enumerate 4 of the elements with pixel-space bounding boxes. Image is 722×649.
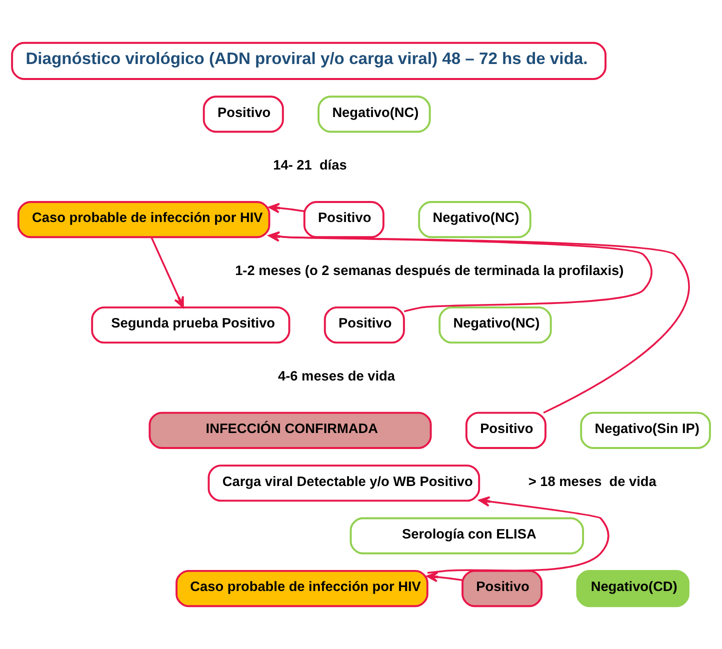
label: 1-2 meses (o 2 semanas después de terminada la profilaxis) bbox=[235, 262, 624, 278]
label: 4-6 meses de vida bbox=[278, 368, 395, 384]
label: > 18 meses de vida bbox=[528, 474, 656, 489]
label: 14- 21 días bbox=[273, 158, 347, 172]
